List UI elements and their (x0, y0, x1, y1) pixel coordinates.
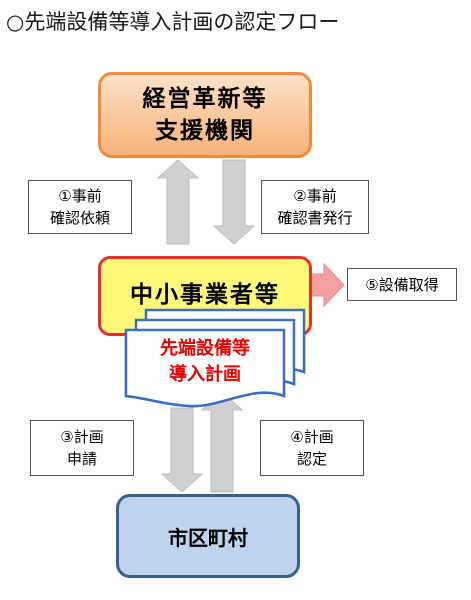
step4-line1: ④計画 (290, 428, 334, 446)
step1-line2: 確認依頼 (49, 209, 110, 227)
step5-text: ⑤設備取得 (365, 275, 439, 294)
step4-line2: 認定 (296, 450, 327, 468)
arrow-down-apply (160, 407, 204, 493)
arrow-down-issue (212, 159, 256, 245)
sme-box: 中小事業者等 (98, 256, 312, 336)
arrow-up-request (156, 159, 200, 245)
step1-line1: ①事前 (58, 187, 102, 205)
municipality-label: 市区町村 (168, 525, 248, 550)
step5-label: ⑤設備取得 (347, 268, 457, 301)
plan-doc-line2: 導入計画 (169, 364, 241, 385)
sme-label: 中小事業者等 (130, 282, 280, 308)
step2-label: ②事前 確認書発行 (261, 180, 369, 234)
page-title: ○先端設備等導入計画の認定フロー (6, 10, 340, 34)
step3-line1: ③計画 (60, 428, 104, 446)
support-org-line1: 経営革新等 (142, 86, 268, 112)
step3-line2: 申請 (66, 450, 97, 468)
support-org-line2: 支援機関 (155, 118, 255, 144)
municipality-box: 市区町村 (116, 494, 300, 578)
step4-label: ④計画 認定 (260, 420, 364, 476)
step2-line2: 確認書発行 (277, 209, 353, 227)
plan-doc-line1: 先端設備等 (160, 338, 250, 359)
step3-label: ③計画 申請 (30, 420, 134, 476)
step1-label: ①事前 確認依頼 (28, 180, 132, 234)
support-org-box: 経営革新等 支援機関 (98, 72, 312, 158)
arrow-up-approve (200, 391, 244, 493)
step2-line1: ②事前 (293, 187, 337, 205)
plan-doc-text: 先端設備等 導入計画 (126, 336, 284, 388)
